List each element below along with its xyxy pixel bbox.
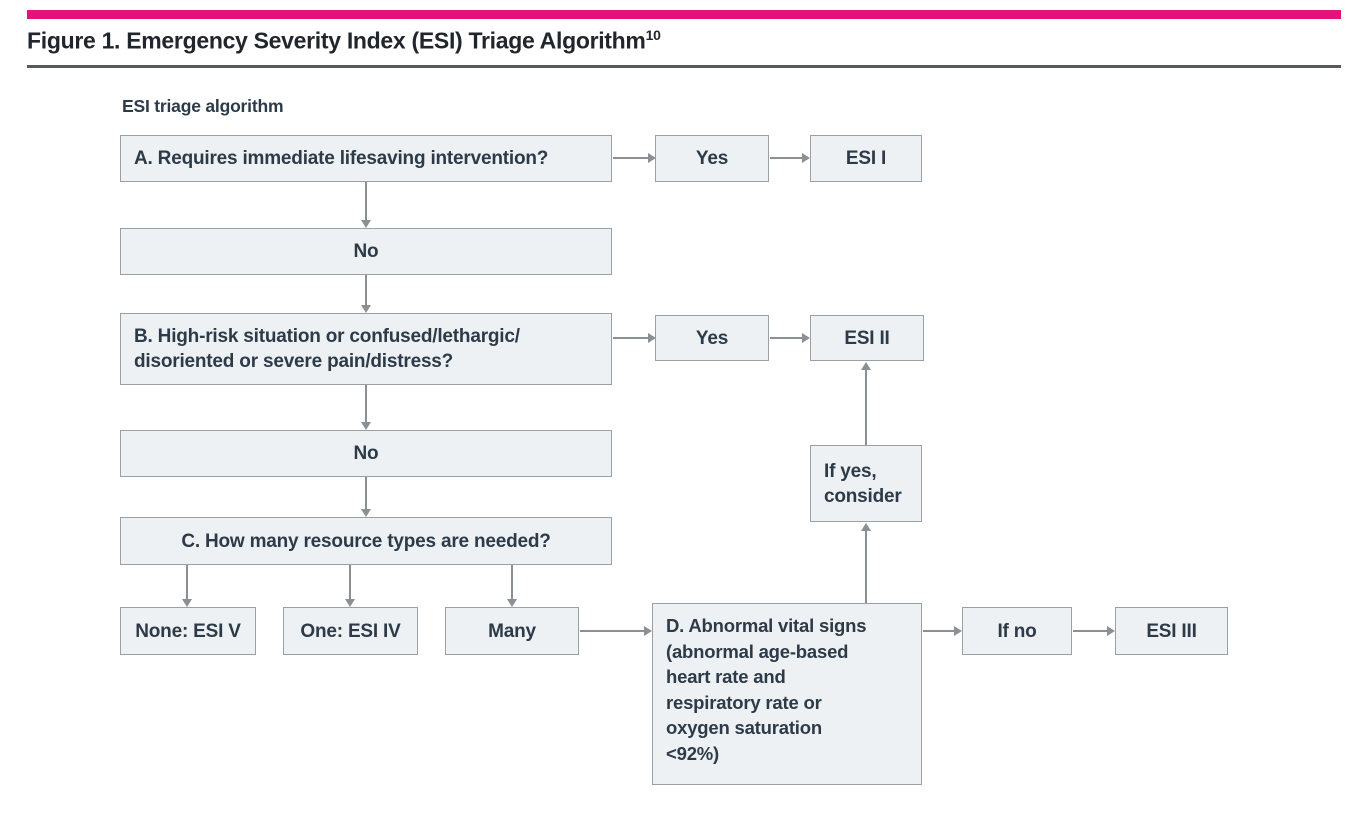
arrow-d-to-ifno-line (923, 630, 954, 632)
title-divider-rule (27, 65, 1341, 68)
node-if-no: If no (962, 607, 1072, 655)
arrow-d-to-ifyes-head (861, 523, 871, 531)
node-yes-2: Yes (655, 315, 769, 361)
arrow-a-to-yes1-head (648, 153, 656, 163)
node-one-esi-iv: One: ESI IV (283, 607, 418, 655)
node-b-question: B. High-risk situation or confused/letha… (120, 313, 612, 385)
arrow-a-to-no1-line (365, 182, 367, 220)
arrow-a-to-no1-head (361, 220, 371, 228)
accent-top-bar (27, 10, 1341, 19)
node-esi-1: ESI I (810, 135, 922, 182)
node-none-esi-v: None: ESI V (120, 607, 256, 655)
node-no-2: No (120, 430, 612, 477)
arrow-many-to-d-head (644, 626, 652, 636)
node-yes-1: Yes (655, 135, 769, 182)
node-many: Many (445, 607, 579, 655)
node-esi-iii: ESI III (1115, 607, 1228, 655)
arrow-yes2-to-esi2-line (770, 337, 802, 339)
arrow-yes2-to-esi2-head (802, 333, 810, 343)
arrow-a-to-yes1-line (613, 157, 648, 159)
arrow-b-to-no2-line (365, 385, 367, 422)
arrow-many-to-d-line (580, 630, 644, 632)
figure-title-text: Figure 1. Emergency Severity Index (ESI)… (27, 27, 646, 54)
arrow-c-to-many-line (511, 565, 513, 599)
node-a-question: A. Requires immediate lifesaving interve… (120, 135, 612, 182)
arrow-no1-to-b-line (365, 275, 367, 305)
arrow-b-to-yes2-head (648, 333, 656, 343)
arrow-yes1-to-esi1-head (802, 153, 810, 163)
node-if-yes-consider: If yes, consider (810, 445, 922, 522)
arrow-d-to-ifno-head (954, 626, 962, 636)
node-c-question: C. How many resource types are needed? (120, 517, 612, 565)
figure-title-superscript: 10 (645, 27, 661, 43)
node-esi-2: ESI II (810, 315, 924, 361)
arrow-b-to-yes2-line (613, 337, 648, 339)
arrow-c-to-none-head (182, 599, 192, 607)
arrow-c-to-none-line (186, 565, 188, 599)
arrow-no2-to-c-head (361, 509, 371, 517)
arrow-yes1-to-esi1-line (770, 157, 802, 159)
arrow-ifyes-to-esi2-head (861, 362, 871, 370)
arrow-d-to-ifyes-line (865, 531, 867, 603)
arrow-c-to-one-head (345, 599, 355, 607)
node-d-vital-signs: D. Abnormal vital signs (abnormal age-ba… (652, 603, 922, 785)
arrow-ifno-to-esi3-line (1073, 630, 1107, 632)
arrow-ifyes-to-esi2-line (865, 370, 867, 445)
flowchart-label: ESI triage algorithm (122, 96, 284, 116)
arrow-c-to-many-head (507, 599, 517, 607)
arrow-ifno-to-esi3-head (1107, 626, 1115, 636)
arrow-no1-to-b-head (361, 305, 371, 313)
arrow-b-to-no2-head (361, 422, 371, 430)
arrow-no2-to-c-line (365, 477, 367, 509)
figure-title: Figure 1. Emergency Severity Index (ESI)… (27, 27, 1327, 55)
arrow-c-to-one-line (349, 565, 351, 599)
node-no-1: No (120, 228, 612, 275)
